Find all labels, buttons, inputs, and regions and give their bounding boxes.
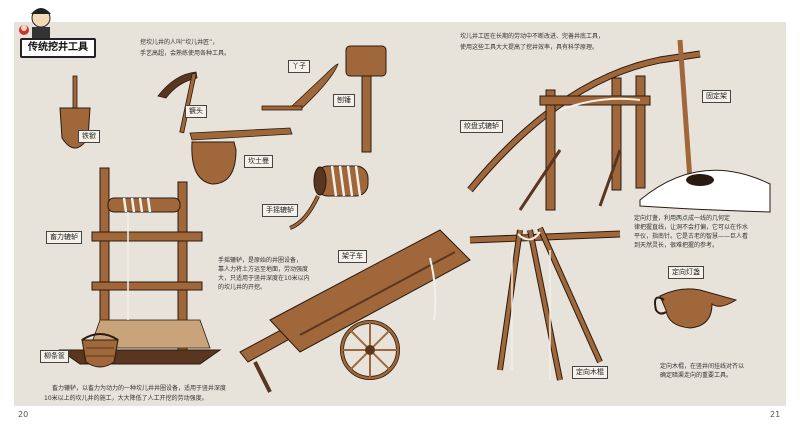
label-winch-frame: 绞盘式辘轳 [460, 120, 503, 133]
hand-windlass-desc-4: 的坎儿井的开挖。 [218, 284, 267, 291]
stick-desc-1: 定向木棍，在竖井间挂线对齐以 [660, 363, 745, 370]
label-shovel: 铁锨 [78, 130, 100, 143]
animal-windlass-desc-2: 10米以上的坎儿井的施工，大大降低了人工开挖的劳动强度。 [44, 395, 208, 402]
lamp-icon [654, 288, 738, 329]
label-animal-windlass: 畜力辘轳 [46, 231, 82, 244]
cart-icon [239, 229, 471, 393]
label-fixed-frame: 固定架 [702, 90, 731, 103]
intro-line-2: 手艺高超，会熟练使用各种工具。 [140, 50, 231, 57]
animal-windlass-icon [58, 167, 222, 365]
label-basket: 柳条筐 [40, 350, 69, 363]
lamp-desc-1: 定向灯盏，利用两点成一线的几何定 [634, 215, 731, 222]
label-tripod-stick: 定向木棍 [572, 366, 608, 379]
hand-windlass-desc-1: 手摇辘轳，是原始的井圈设备， [218, 257, 303, 264]
label-hammer: 刨锤 [333, 94, 355, 107]
lamp-desc-3: 平仪，指南针。它是古老的智慧——巨人看 [634, 233, 749, 240]
label-pickaxe: 镢头 [185, 105, 207, 118]
hammer-icon [345, 45, 387, 153]
mascot-icon [19, 8, 51, 39]
hand-windlass-desc-3: 大，只适用于竖井深度在10米以内 [218, 275, 310, 282]
stick-desc-2: 确定暗渠走向的重要工具。 [660, 372, 733, 379]
page-number-left: 20 [18, 410, 29, 419]
right-intro-line-2: 使用这些工具大大提高了挖井效率，具有科学原理。 [460, 44, 599, 51]
section-title: 传统挖井工具 [20, 38, 96, 58]
label-cart: 架子车 [338, 250, 367, 263]
label-kantuman: 坎土曼 [244, 155, 273, 168]
label-lamp: 定向灯盏 [668, 266, 704, 279]
hook-tool-icon [261, 63, 339, 111]
winch-frame-icon [467, 39, 771, 213]
basket-icon [81, 333, 119, 368]
tripod-stick-icon [469, 226, 621, 381]
right-intro-line-1: 坎儿井工匠在长期的劳动中不断改进、完善井底工具， [460, 33, 605, 40]
intro-line-1: 挖坎儿井的人叫“坎儿井匠”， [140, 39, 219, 46]
label-hand-windlass: 手摇辘轳 [262, 204, 298, 217]
lamp-desc-2: 律把握直线，让洞不会打偏，它可以在作水 [634, 224, 749, 231]
lamp-desc-4: 到天然灵长，很难把握的参考。 [634, 242, 719, 249]
kantuman-icon [189, 127, 293, 185]
animal-windlass-desc-1: 畜力辘轳，以畜力为动力的一种坎儿井井圈设备，适用于竖井深度 [52, 385, 227, 392]
hand-windlass-desc-2: 靠人力将土方运至地面，劳动强度 [218, 266, 309, 273]
label-hook-tool: 丫子 [288, 60, 310, 73]
page-number-right: 21 [770, 410, 781, 419]
hand-windlass-icon [289, 165, 369, 230]
pickaxe-icon [157, 71, 198, 134]
